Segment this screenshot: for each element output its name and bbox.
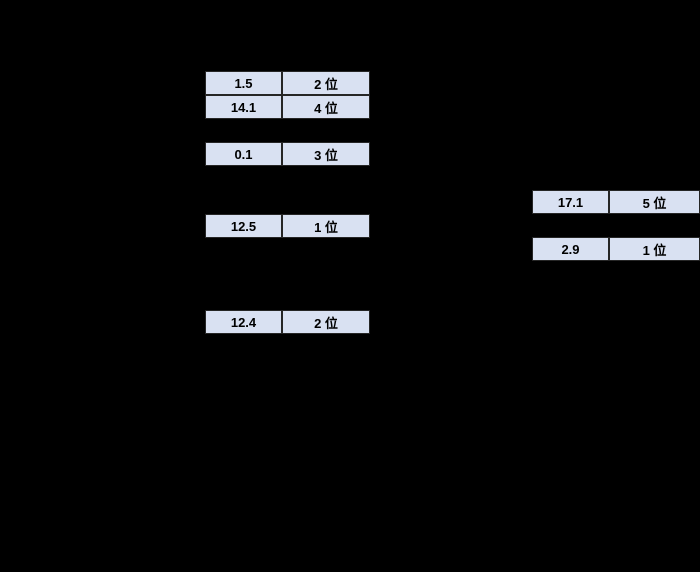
rank-cell: 4 位	[282, 95, 370, 119]
rank-cell: 3 位	[282, 142, 370, 166]
value-cell: 0.1	[205, 142, 282, 166]
stat-table-left-1: 0.1 3 位	[205, 142, 370, 166]
rank-cell: 2 位	[282, 71, 370, 95]
rank-cell: 5 位	[609, 190, 700, 214]
stat-table-left-3: 12.4 2 位	[205, 310, 370, 334]
value-cell: 1.5	[205, 71, 282, 95]
value-cell: 12.5	[205, 214, 282, 238]
value-cell: 17.1	[532, 190, 609, 214]
rank-cell: 1 位	[282, 214, 370, 238]
rank-cell: 1 位	[609, 237, 700, 261]
stat-table-left-2: 12.5 1 位	[205, 214, 370, 238]
stat-table-right-2: 2.9 1 位	[532, 237, 700, 261]
value-cell: 2.9	[532, 237, 609, 261]
value-cell: 14.1	[205, 95, 282, 119]
value-cell: 12.4	[205, 310, 282, 334]
stat-table-right-1: 17.1 5 位	[532, 190, 700, 214]
rank-cell: 2 位	[282, 310, 370, 334]
stat-table-top-left: 1.5 2 位 14.1 4 位	[205, 71, 370, 119]
